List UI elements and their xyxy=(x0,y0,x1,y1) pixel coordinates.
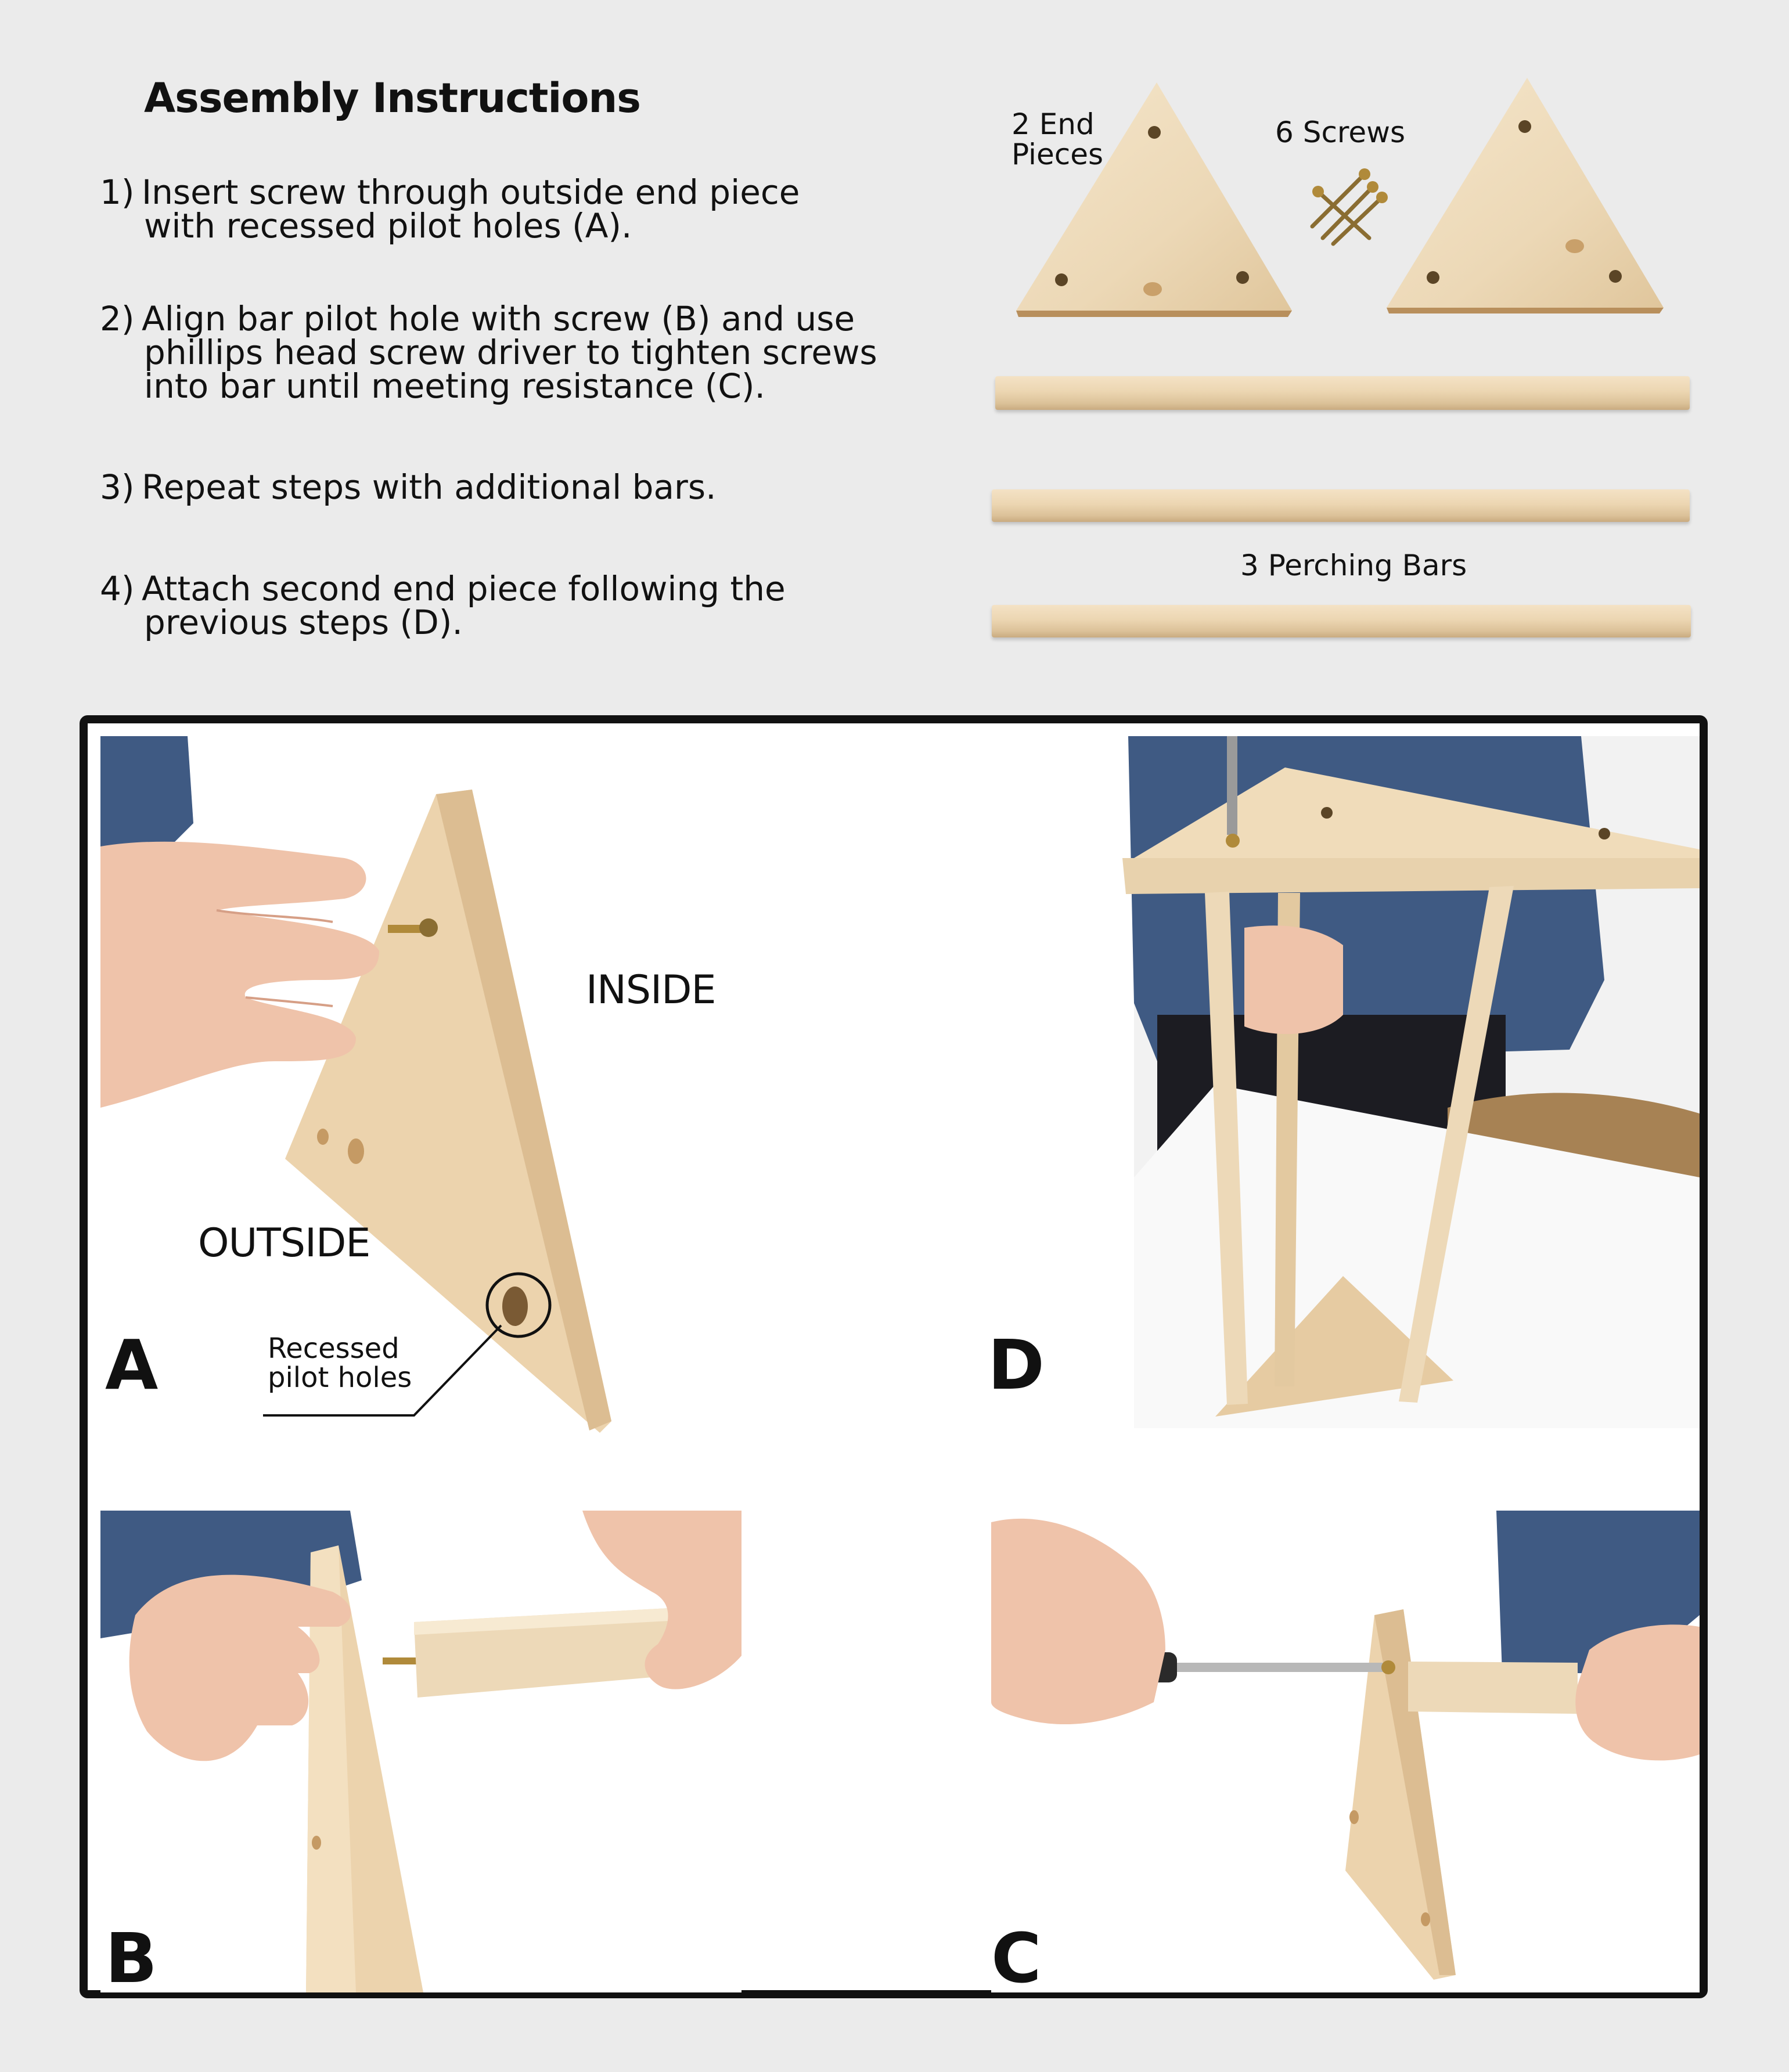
step-letter-d: D xyxy=(988,1325,1045,1405)
screws-icon xyxy=(1310,168,1388,246)
assembly-steps-panel: INSIDE OUTSIDE Recessed pilot holes A xyxy=(80,715,1708,1998)
end-piece-left xyxy=(1016,82,1292,317)
step-text-line-1: Insert screw through outside end piece xyxy=(142,172,800,212)
step-text-line-2: previous steps (D). xyxy=(144,603,463,642)
step-number: 1) xyxy=(100,172,135,212)
recessed-pilot-holes-label: Recessed pilot holes xyxy=(268,1334,412,1392)
step-text-line-2: with recessed pilot holes (A). xyxy=(144,206,632,246)
step-text-line-2: phillips head screw driver to tighten sc… xyxy=(144,333,877,372)
photo-step-b: B xyxy=(100,1511,741,1992)
step-text-line-1: Attach second end piece following the xyxy=(142,569,786,608)
end-pieces-label-line-1: 2 End xyxy=(1012,107,1095,141)
step-number: 3) xyxy=(100,467,135,507)
end-pieces-label: 2 End Pieces xyxy=(1012,109,1103,170)
photo-a-illustration xyxy=(100,736,611,1433)
perching-bar-3 xyxy=(992,605,1691,637)
end-piece-right xyxy=(1387,78,1664,313)
step-text-line-1: Align bar pilot hole with screw (B) and … xyxy=(142,299,855,338)
inside-label: INSIDE xyxy=(586,967,716,1013)
end-pieces-label-line-2: Pieces xyxy=(1012,138,1104,171)
callout-line-2: pilot holes xyxy=(268,1361,412,1394)
outside-label: OUTSIDE xyxy=(198,1220,370,1266)
perching-bar-1 xyxy=(995,376,1690,410)
instruction-step-1: 1)Insert screw through outside end piece… xyxy=(100,175,959,243)
end-pieces-illustration xyxy=(1016,78,1664,317)
instruction-step-4: 4)Attach second end piece following the … xyxy=(100,572,959,639)
perching-bars-label: 3 Perching Bars xyxy=(1240,549,1467,582)
page-title: Assembly Instructions xyxy=(144,74,641,122)
step-letter-a: A xyxy=(105,1325,159,1405)
step-text-line-3: into bar until meeting resistance (C). xyxy=(144,366,765,406)
step-letter-b: B xyxy=(105,1918,157,1992)
instruction-step-2: 2)Align bar pilot hole with screw (B) an… xyxy=(100,302,959,403)
photo-c-illustration xyxy=(991,1511,1700,1992)
step-number: 4) xyxy=(100,569,135,608)
photo-d-illustration xyxy=(971,736,1700,1428)
photo-step-d xyxy=(971,736,1700,1428)
perching-bar-2 xyxy=(992,489,1690,522)
photo-b-illustration xyxy=(100,1511,741,1992)
photo-step-c: C xyxy=(991,1511,1700,1992)
screws-label: 6 Screws xyxy=(1275,116,1406,149)
photo-step-a: INSIDE OUTSIDE Recessed pilot holes A xyxy=(100,736,1006,1433)
callout-line-1: Recessed xyxy=(268,1332,399,1365)
step-letter-c: C xyxy=(991,1918,1042,1992)
step-number: 2) xyxy=(100,299,135,338)
step-text-line-1: Repeat steps with additional bars. xyxy=(142,467,717,507)
instruction-step-3: 3)Repeat steps with additional bars. xyxy=(100,470,959,504)
